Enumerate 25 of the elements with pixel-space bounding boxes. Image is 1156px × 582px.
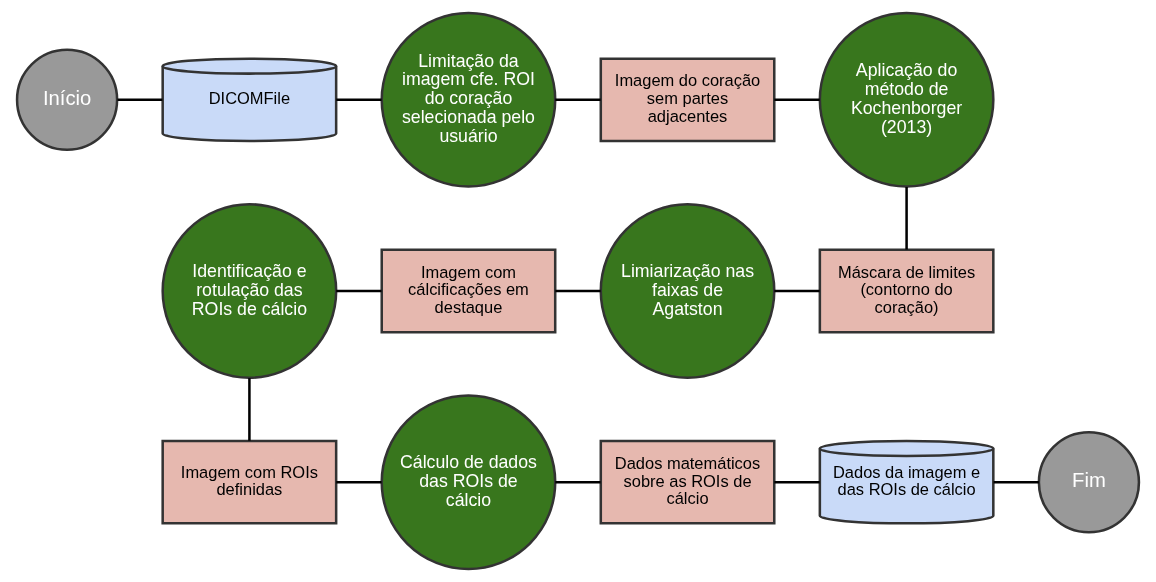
- connector: [905, 186, 908, 250]
- connector: [555, 289, 601, 293]
- connector: [993, 480, 1039, 484]
- connector: [555, 480, 601, 484]
- connector: [336, 289, 382, 293]
- connector: [774, 98, 820, 102]
- node-circle: Fim: [1037, 430, 1141, 534]
- connector: [555, 98, 601, 102]
- node-circle: Limitação da imagem cfe. ROI do coração selecionada pelo usuário: [380, 11, 557, 188]
- connector: [774, 480, 820, 484]
- connector: [248, 378, 251, 441]
- node-circle: Aplicação do método de Kochenborger (2013): [818, 11, 995, 188]
- connector: [336, 480, 382, 484]
- node-box: Imagem com ROIs definidas: [161, 439, 338, 525]
- node-circle: Início: [15, 48, 119, 152]
- connector: [774, 289, 820, 293]
- node-circle: Cálculo de dados das ROIs de cálcio: [380, 394, 557, 571]
- node-box: Imagem do coração sem partes adjacentes: [599, 57, 776, 143]
- node-circle: Limiarização nas faixas de Agatston: [599, 203, 776, 379]
- node-box: Máscara de limites (contorno do coração): [818, 248, 995, 334]
- node-box: Imagem com cálcificações em destaque: [380, 248, 557, 334]
- connector: [336, 98, 382, 102]
- connector: [117, 98, 163, 102]
- node-circle: Identificação e rotulação das ROIs de cálcio: [161, 203, 338, 379]
- node-box: Dados matemáticos sobre as ROIs de cálcio: [599, 439, 776, 525]
